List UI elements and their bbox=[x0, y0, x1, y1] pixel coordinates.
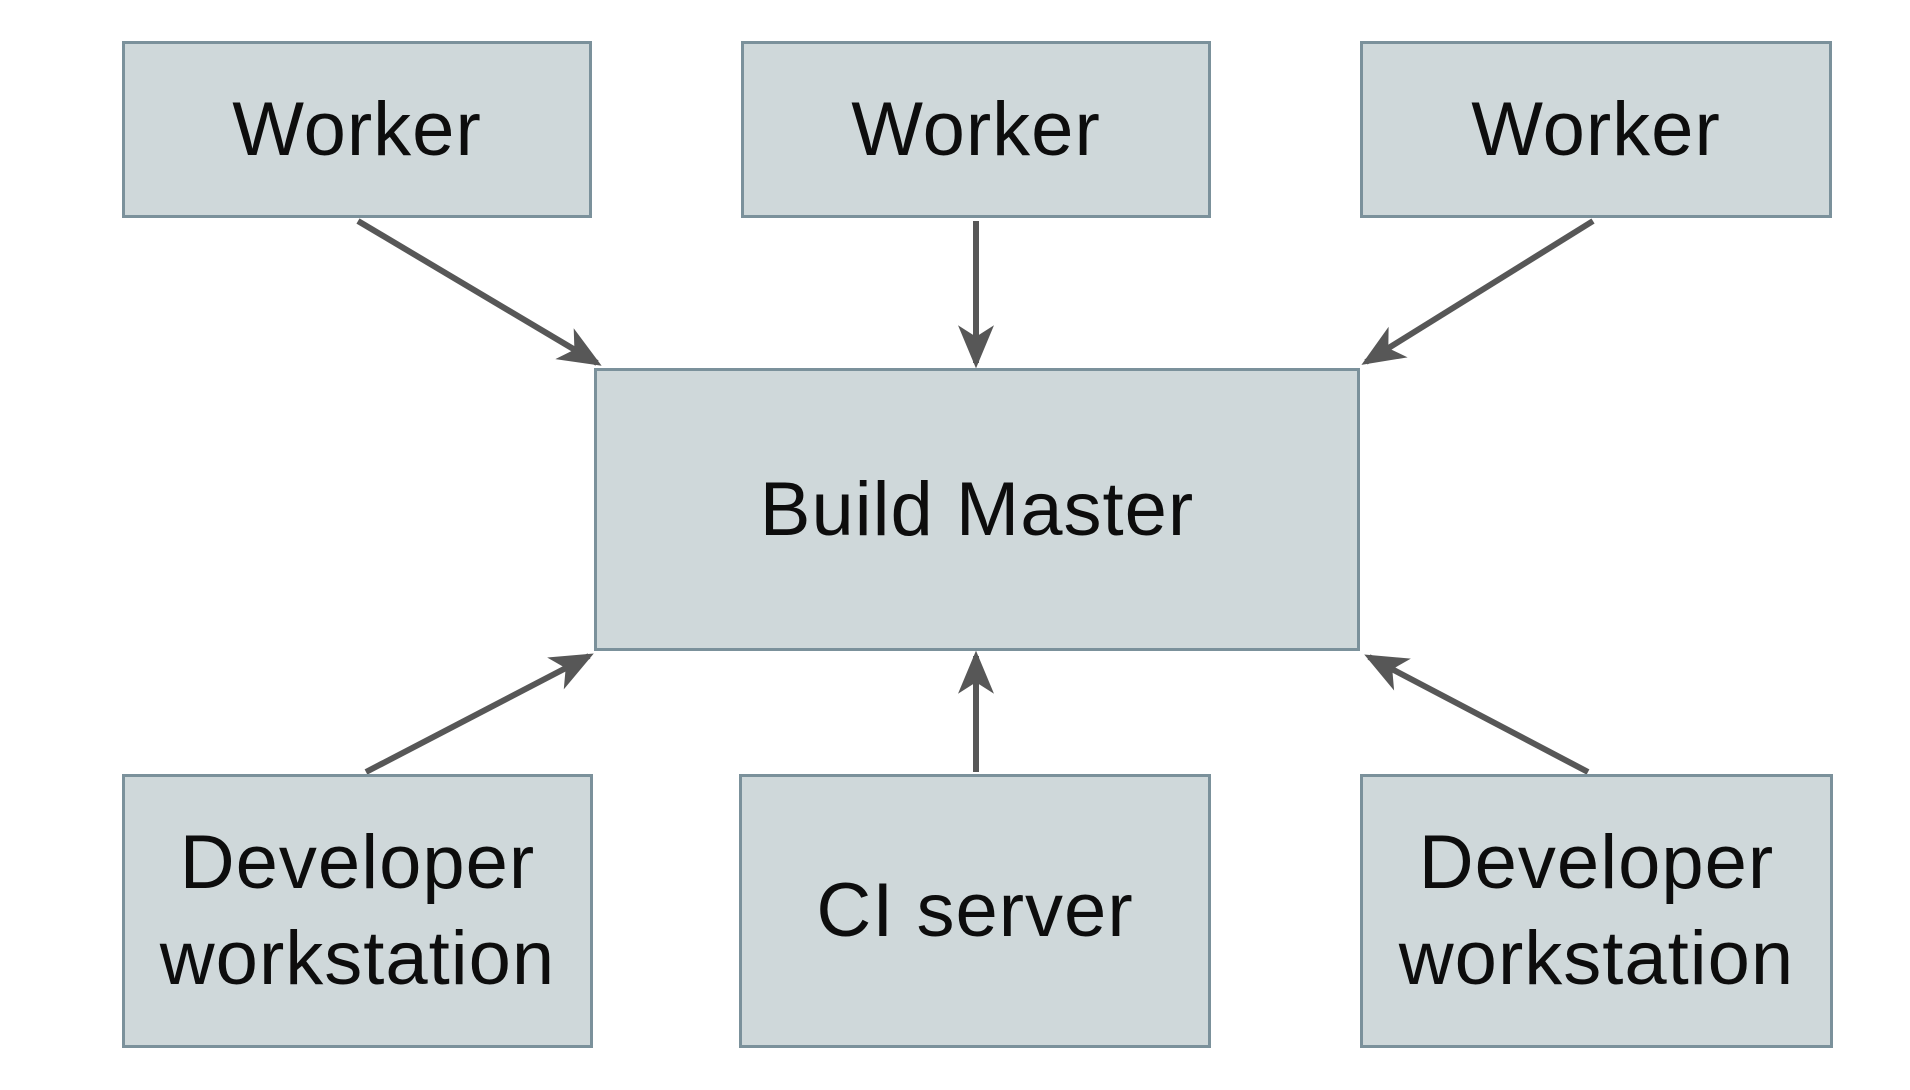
node-developer-workstation-2: Developer workstation bbox=[1360, 774, 1833, 1048]
node-ci-server: CI server bbox=[739, 774, 1211, 1048]
arrow-developer-workstation-1-to-build-master bbox=[364, 653, 594, 775]
node-ci-server-label: CI server bbox=[816, 868, 1134, 954]
node-build-master: Build Master bbox=[594, 368, 1360, 651]
arrow-developer-workstation-2-to-build-master bbox=[1364, 654, 1590, 775]
node-worker-3: Worker bbox=[1360, 41, 1832, 218]
arrow-worker-1-to-build-master bbox=[356, 218, 602, 366]
node-worker-1: Worker bbox=[122, 41, 592, 218]
node-developer-workstation-1-label: Developer workstation bbox=[159, 820, 556, 1001]
arrow-worker-3-to-build-master bbox=[1361, 218, 1595, 365]
node-worker-2-label: Worker bbox=[851, 86, 1101, 172]
node-worker-2: Worker bbox=[741, 41, 1211, 218]
node-developer-workstation-2-label: Developer workstation bbox=[1398, 820, 1795, 1001]
node-worker-1-label: Worker bbox=[232, 86, 482, 172]
node-build-master-label: Build Master bbox=[759, 466, 1195, 552]
node-worker-3-label: Worker bbox=[1471, 86, 1721, 172]
node-developer-workstation-1: Developer workstation bbox=[122, 774, 593, 1048]
